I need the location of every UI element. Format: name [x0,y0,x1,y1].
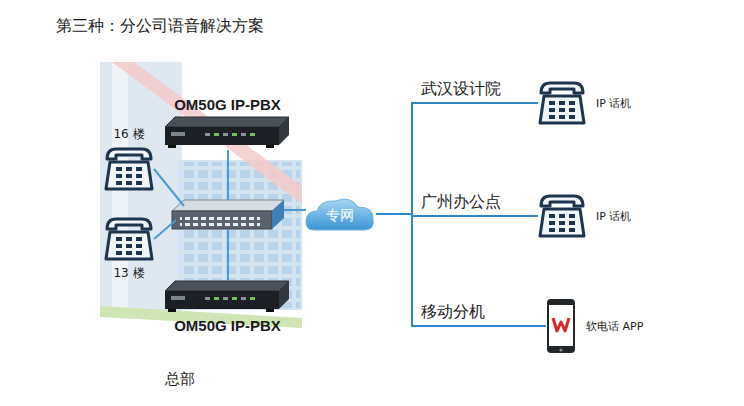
diagram-title: 第三种：分公司语音解决方案 [56,16,264,37]
branch-label: 广州办公点 [419,192,503,213]
ip-phone: IP 话机 [538,193,631,239]
pbx-device: OM50G IP-PBX [165,280,290,334]
branch-label: 移动分机 [419,302,487,323]
device-caption: IP 话机 [596,209,631,224]
pbx-device: OM50G IP-PBX [165,96,290,150]
mobile-phone: 软电话 APP [546,298,643,354]
network-label: 专网 [326,203,354,225]
network-wire [154,169,184,206]
device-label: OM50G IP-PBX [174,317,281,334]
desk-phone: 16 楼 [104,126,154,192]
branch-label: 武汉设计院 [419,79,503,100]
network-wire [284,209,306,211]
device-caption: 13 楼 [113,265,144,282]
network-wire [227,150,229,200]
network-cloud: 专网 [304,195,376,233]
network-wire [154,220,176,239]
device-caption: 16 楼 [113,126,144,143]
device-label: OM50G IP-PBX [174,96,281,113]
desk-phone: 13 楼 [104,216,154,282]
pbx-device-icon [165,280,290,314]
roof-stripe [112,62,302,204]
desk-phone-icon [104,216,154,262]
pbx-device-icon [165,116,290,150]
branch-connector [376,103,538,214]
desk-phone-icon [104,146,154,192]
ip-phone: IP 话机 [538,80,631,126]
location-label: 总部 [165,370,195,389]
ip-phone-icon [538,80,586,126]
network-switch [172,200,284,229]
mobile-phone-icon [546,298,576,354]
device-caption: 软电话 APP [586,319,643,334]
network-wire [227,229,229,280]
branch-connector [376,214,546,326]
device-caption: IP 话机 [596,96,631,111]
ip-phone-icon [538,193,586,239]
